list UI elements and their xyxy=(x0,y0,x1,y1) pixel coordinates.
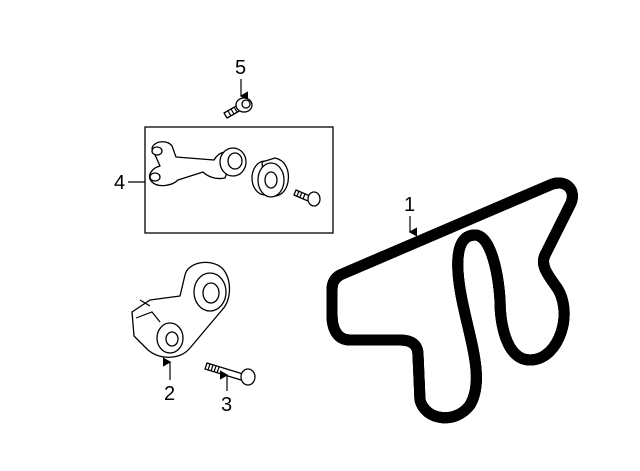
idler-pulley[interactable] xyxy=(251,157,290,198)
callout-2: 2 xyxy=(164,383,175,405)
tensioner-bolt[interactable] xyxy=(204,362,256,386)
belt-tensioner[interactable] xyxy=(131,261,231,358)
idler-arm[interactable] xyxy=(148,141,247,187)
callout-4: 4 xyxy=(114,172,125,194)
idler-bolt[interactable] xyxy=(223,97,253,119)
serpentine-belt[interactable] xyxy=(326,183,572,418)
idler-kit-box xyxy=(144,126,334,234)
pulley-bolt[interactable] xyxy=(293,189,321,207)
callout-3: 3 xyxy=(221,394,232,416)
callout-5: 5 xyxy=(235,57,246,79)
callout-1: 1 xyxy=(404,194,415,216)
